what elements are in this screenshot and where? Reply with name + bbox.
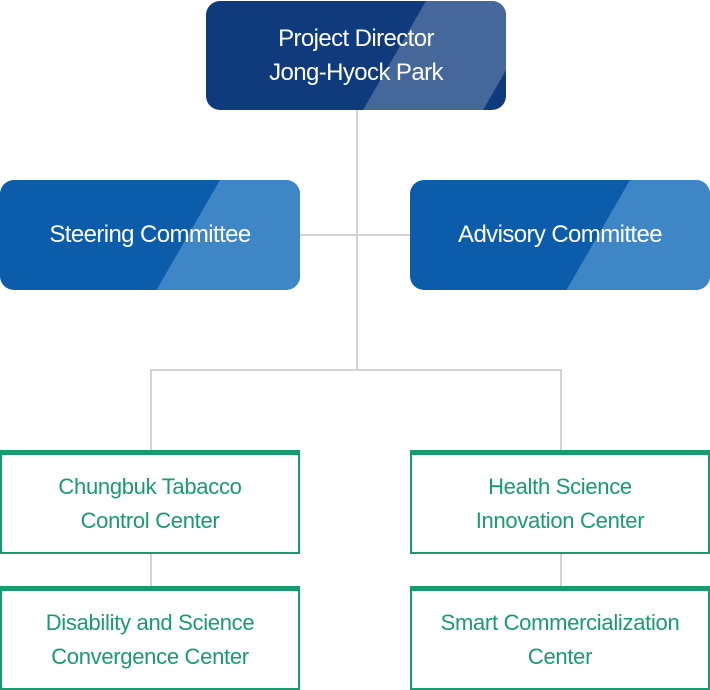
center-label-line: Smart Commercialization [440, 609, 680, 635]
connector-left-lower [150, 553, 152, 588]
center-label-line: Innovation Center [475, 507, 645, 533]
smart-commercialization-center-label: Smart Commercialization Center [441, 606, 680, 674]
smart-commercialization-center-box: Smart Commercialization Center [410, 586, 710, 690]
steering-committee-box: Steering Committee [0, 180, 300, 290]
project-director-box: Project Director Jong-Hyock Park [206, 1, 506, 110]
director-name: Jong-Hyock Park [269, 58, 443, 86]
advisory-committee-box: Advisory Committee [410, 180, 710, 290]
connector-director-trunk [356, 108, 358, 371]
center-label-line: Convergence Center [51, 643, 249, 669]
center-label-line: Health Science [488, 473, 632, 499]
director-title: Project Director [278, 24, 434, 52]
steering-committee-label: Steering Committee [49, 221, 251, 248]
connector-centers-bar [150, 369, 562, 371]
connector-right-lower [560, 553, 562, 588]
disability-science-center-box: Disability and Science Convergence Cente… [0, 586, 300, 690]
connector-left-drop [150, 369, 152, 452]
center-label-line: Control Center [80, 507, 220, 533]
advisory-committee-label: Advisory Committee [458, 221, 663, 248]
health-science-center-label: Health Science Innovation Center [476, 470, 645, 538]
project-director-text: Project Director Jong-Hyock Park [269, 22, 443, 90]
center-label-line: Chungbuk Tabacco [58, 473, 242, 499]
chungbuk-tabacco-center-box: Chungbuk Tabacco Control Center [0, 450, 300, 554]
chungbuk-tabacco-center-label: Chungbuk Tabacco Control Center [58, 470, 241, 538]
center-label-line: Center [527, 643, 593, 669]
connector-right-drop [560, 369, 562, 452]
disability-science-center-label: Disability and Science Convergence Cente… [46, 606, 255, 674]
health-science-center-box: Health Science Innovation Center [410, 450, 710, 554]
center-label-line: Disability and Science [45, 609, 255, 635]
connector-committees [298, 234, 412, 236]
